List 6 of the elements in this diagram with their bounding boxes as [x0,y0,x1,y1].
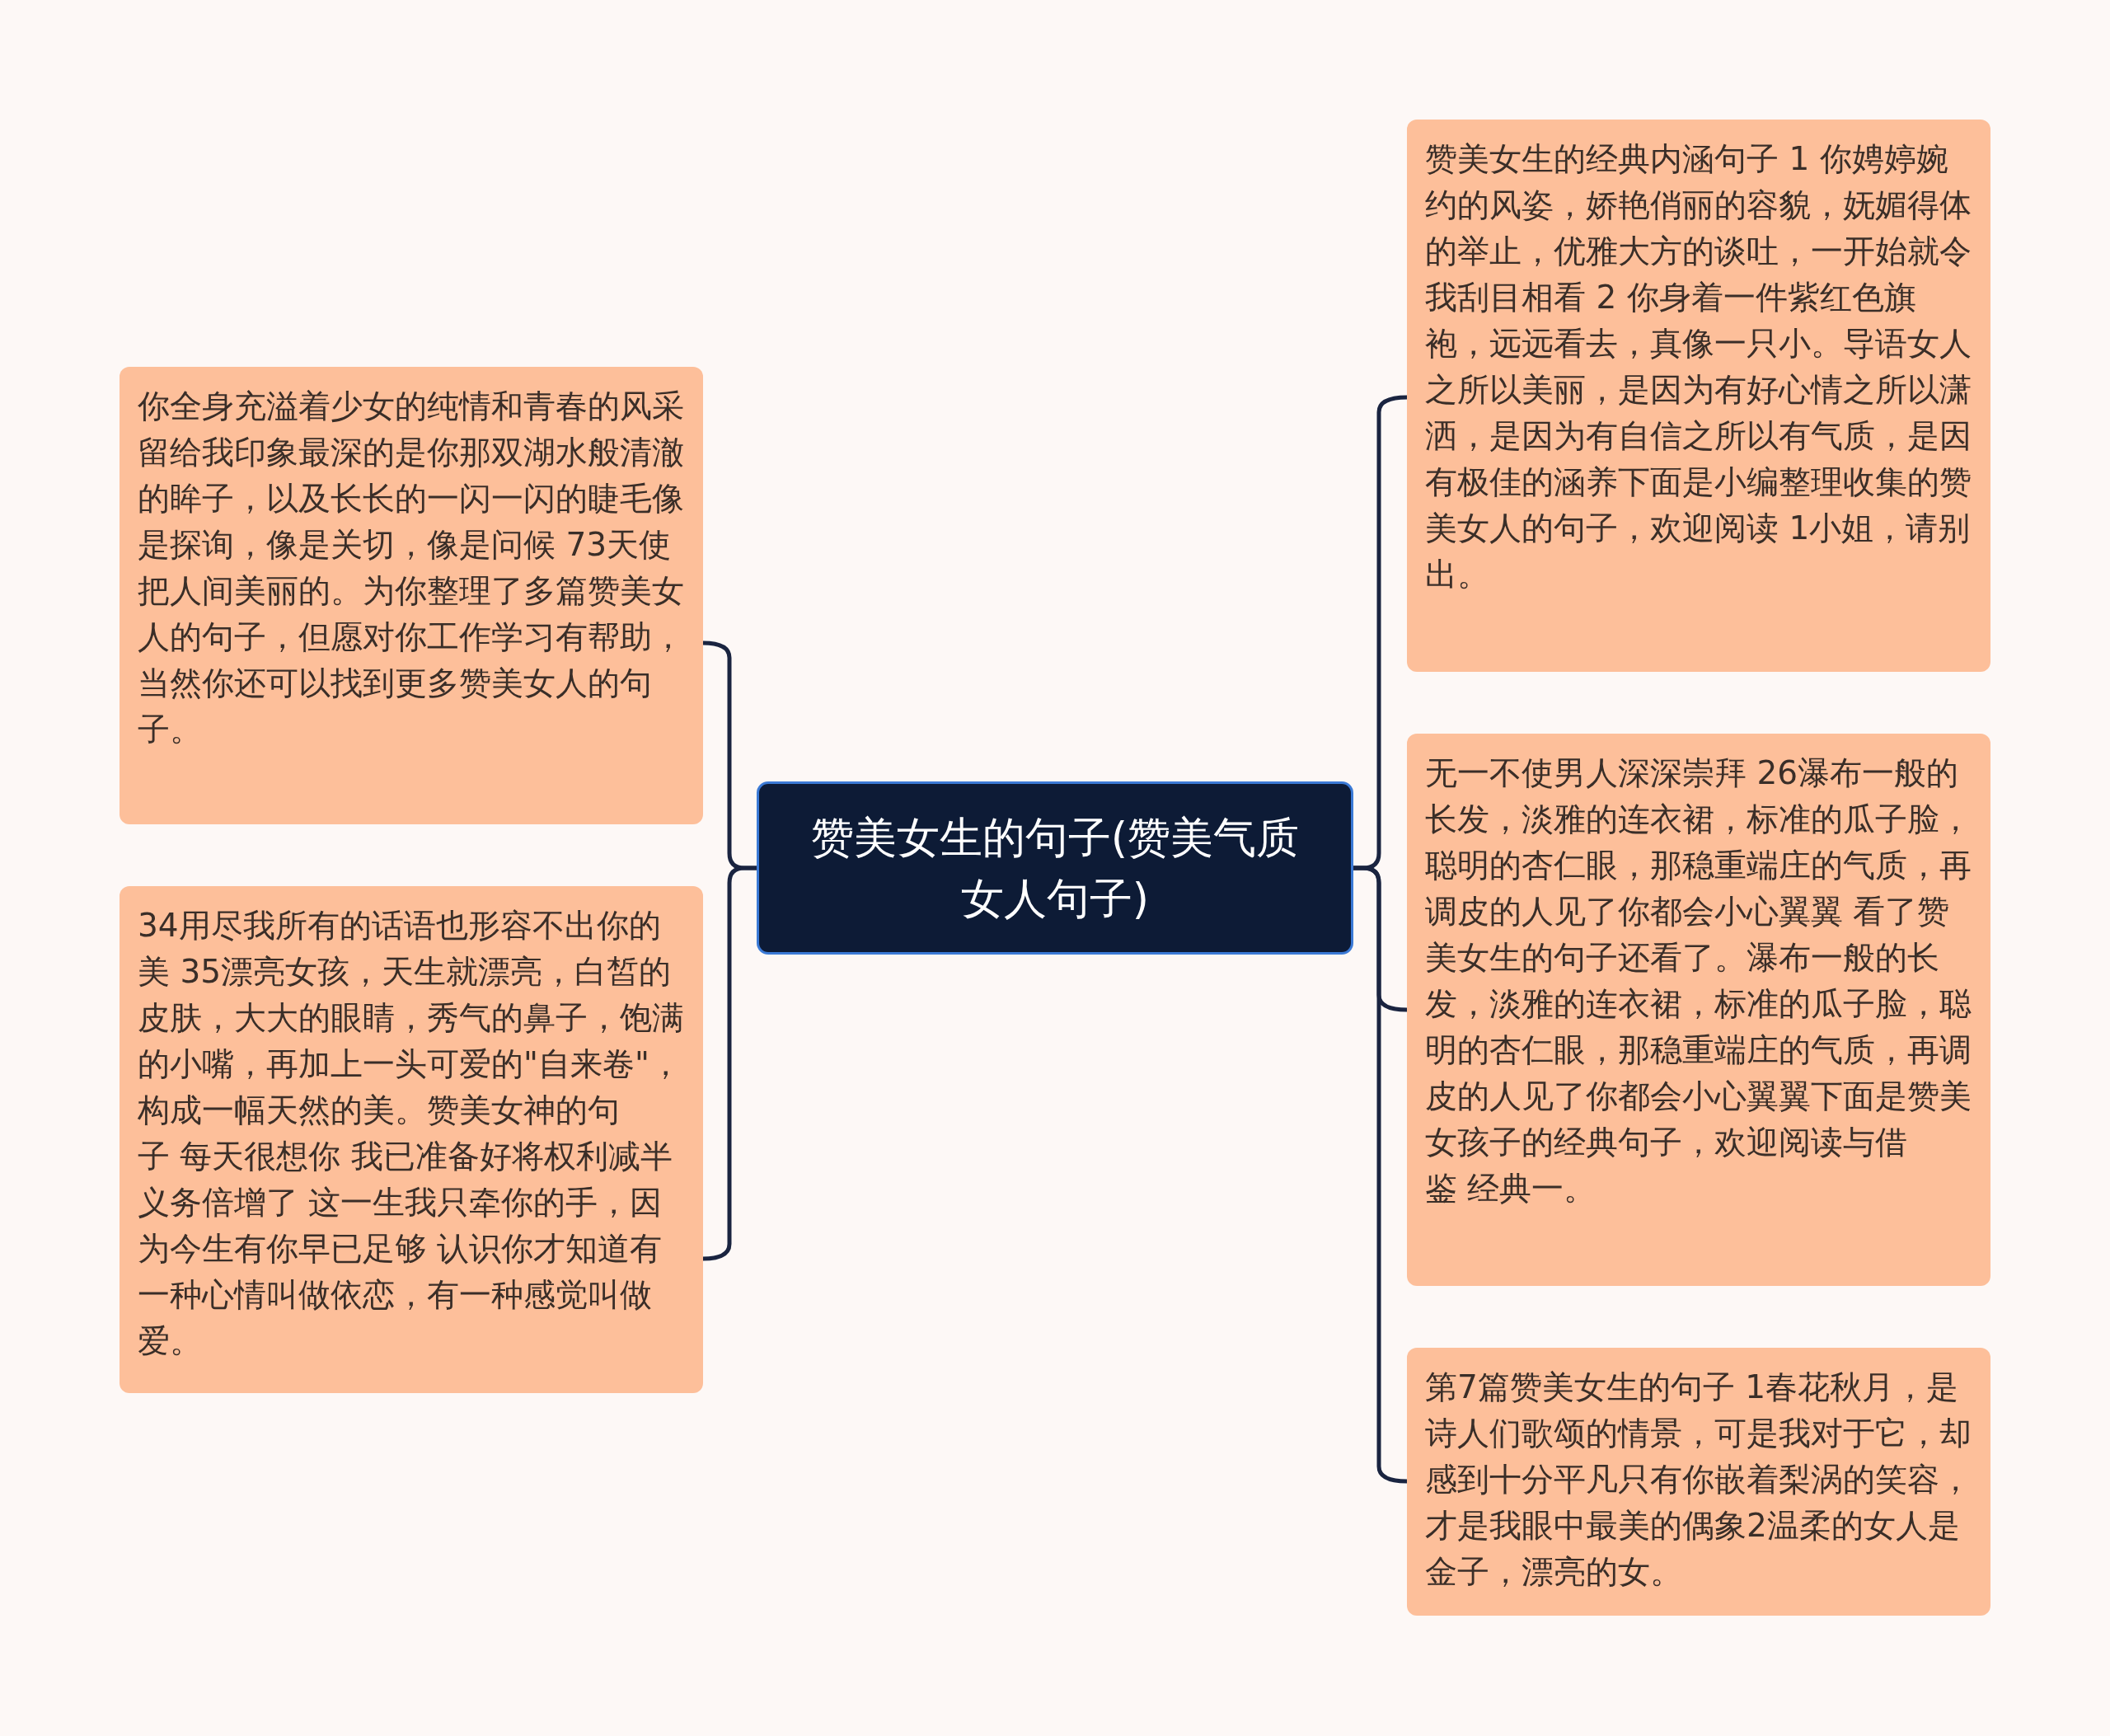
text-card: 无一不使男人深深崇拜 26瀑布一般的长发，淡雅的连衣裙，标准的瓜子脸，聪明的杏仁眼，那稳重端庄的气质，再调皮的人见了你都会小心翼翼 看了赞美女生的句子还看了。瀑布一般的长发，淡雅的连衣裙，标准的瓜子脸，聪明的杏仁眼，那稳重端庄的气质，再调皮的人见了你都会小心翼翼下面是赞美女孩子的经典句子，欢迎阅读与借鉴 经典一。 [1407,734,1990,1286]
topic-box: 赞美女生的句子(赞美气质女人句子) [757,781,1353,955]
text-card: 34用尽我所有的话语也形容不出你的美 35漂亮女孩，天生就漂亮，白皙的皮肤，大大的眼睛，秀气的鼻子，饱满的小嘴，再加上一头可爱的"自来卷"，构成一幅天然的美。赞美女神的句子 每天很想你 我已准备好将权利减半义务倍增了 这一生我只牵你的手，因为今生有你早已足够 认识你才知道有一种心情叫做依恋，有一种感觉叫做爱。 [120,886,703,1393]
text-card: 你全身充溢着少女的纯情和青春的风采留给我印象最深的是你那双湖水般清澈的眸子，以及长长的一闪一闪的睫毛像是探询，像是关切，像是问候 73天使把人间美丽的。为你整理了多篇赞美女人的句子，但愿对你工作学习有帮助，当然你还可以找到更多赞美女人的句子。 [120,367,703,824]
text-card: 赞美女生的经典内涵句子 1 你娉婷婉约的风姿，娇艳俏丽的容貌，妩媚得体的举止，优雅大方的谈吐，一开始就令我刮目相看 2 你身着一件紫红色旗袍，远远看去，真像一只小。导语女人之所以美丽，是因为有好心情之所以潇洒，是因为有自信之所以有气质，是因有极佳的涵养下面是小编整理收集的赞美女人的句子，欢迎阅读 1小姐，请别出。 [1407,120,1990,672]
text-card: 第7篇赞美女生的句子 1春花秋月，是诗人们歌颂的情景，可是我对于它，却感到十分平凡只有你嵌着梨涡的笑容，才是我眼中最美的偶象2温柔的女人是金子，漂亮的女。 [1407,1348,1990,1616]
